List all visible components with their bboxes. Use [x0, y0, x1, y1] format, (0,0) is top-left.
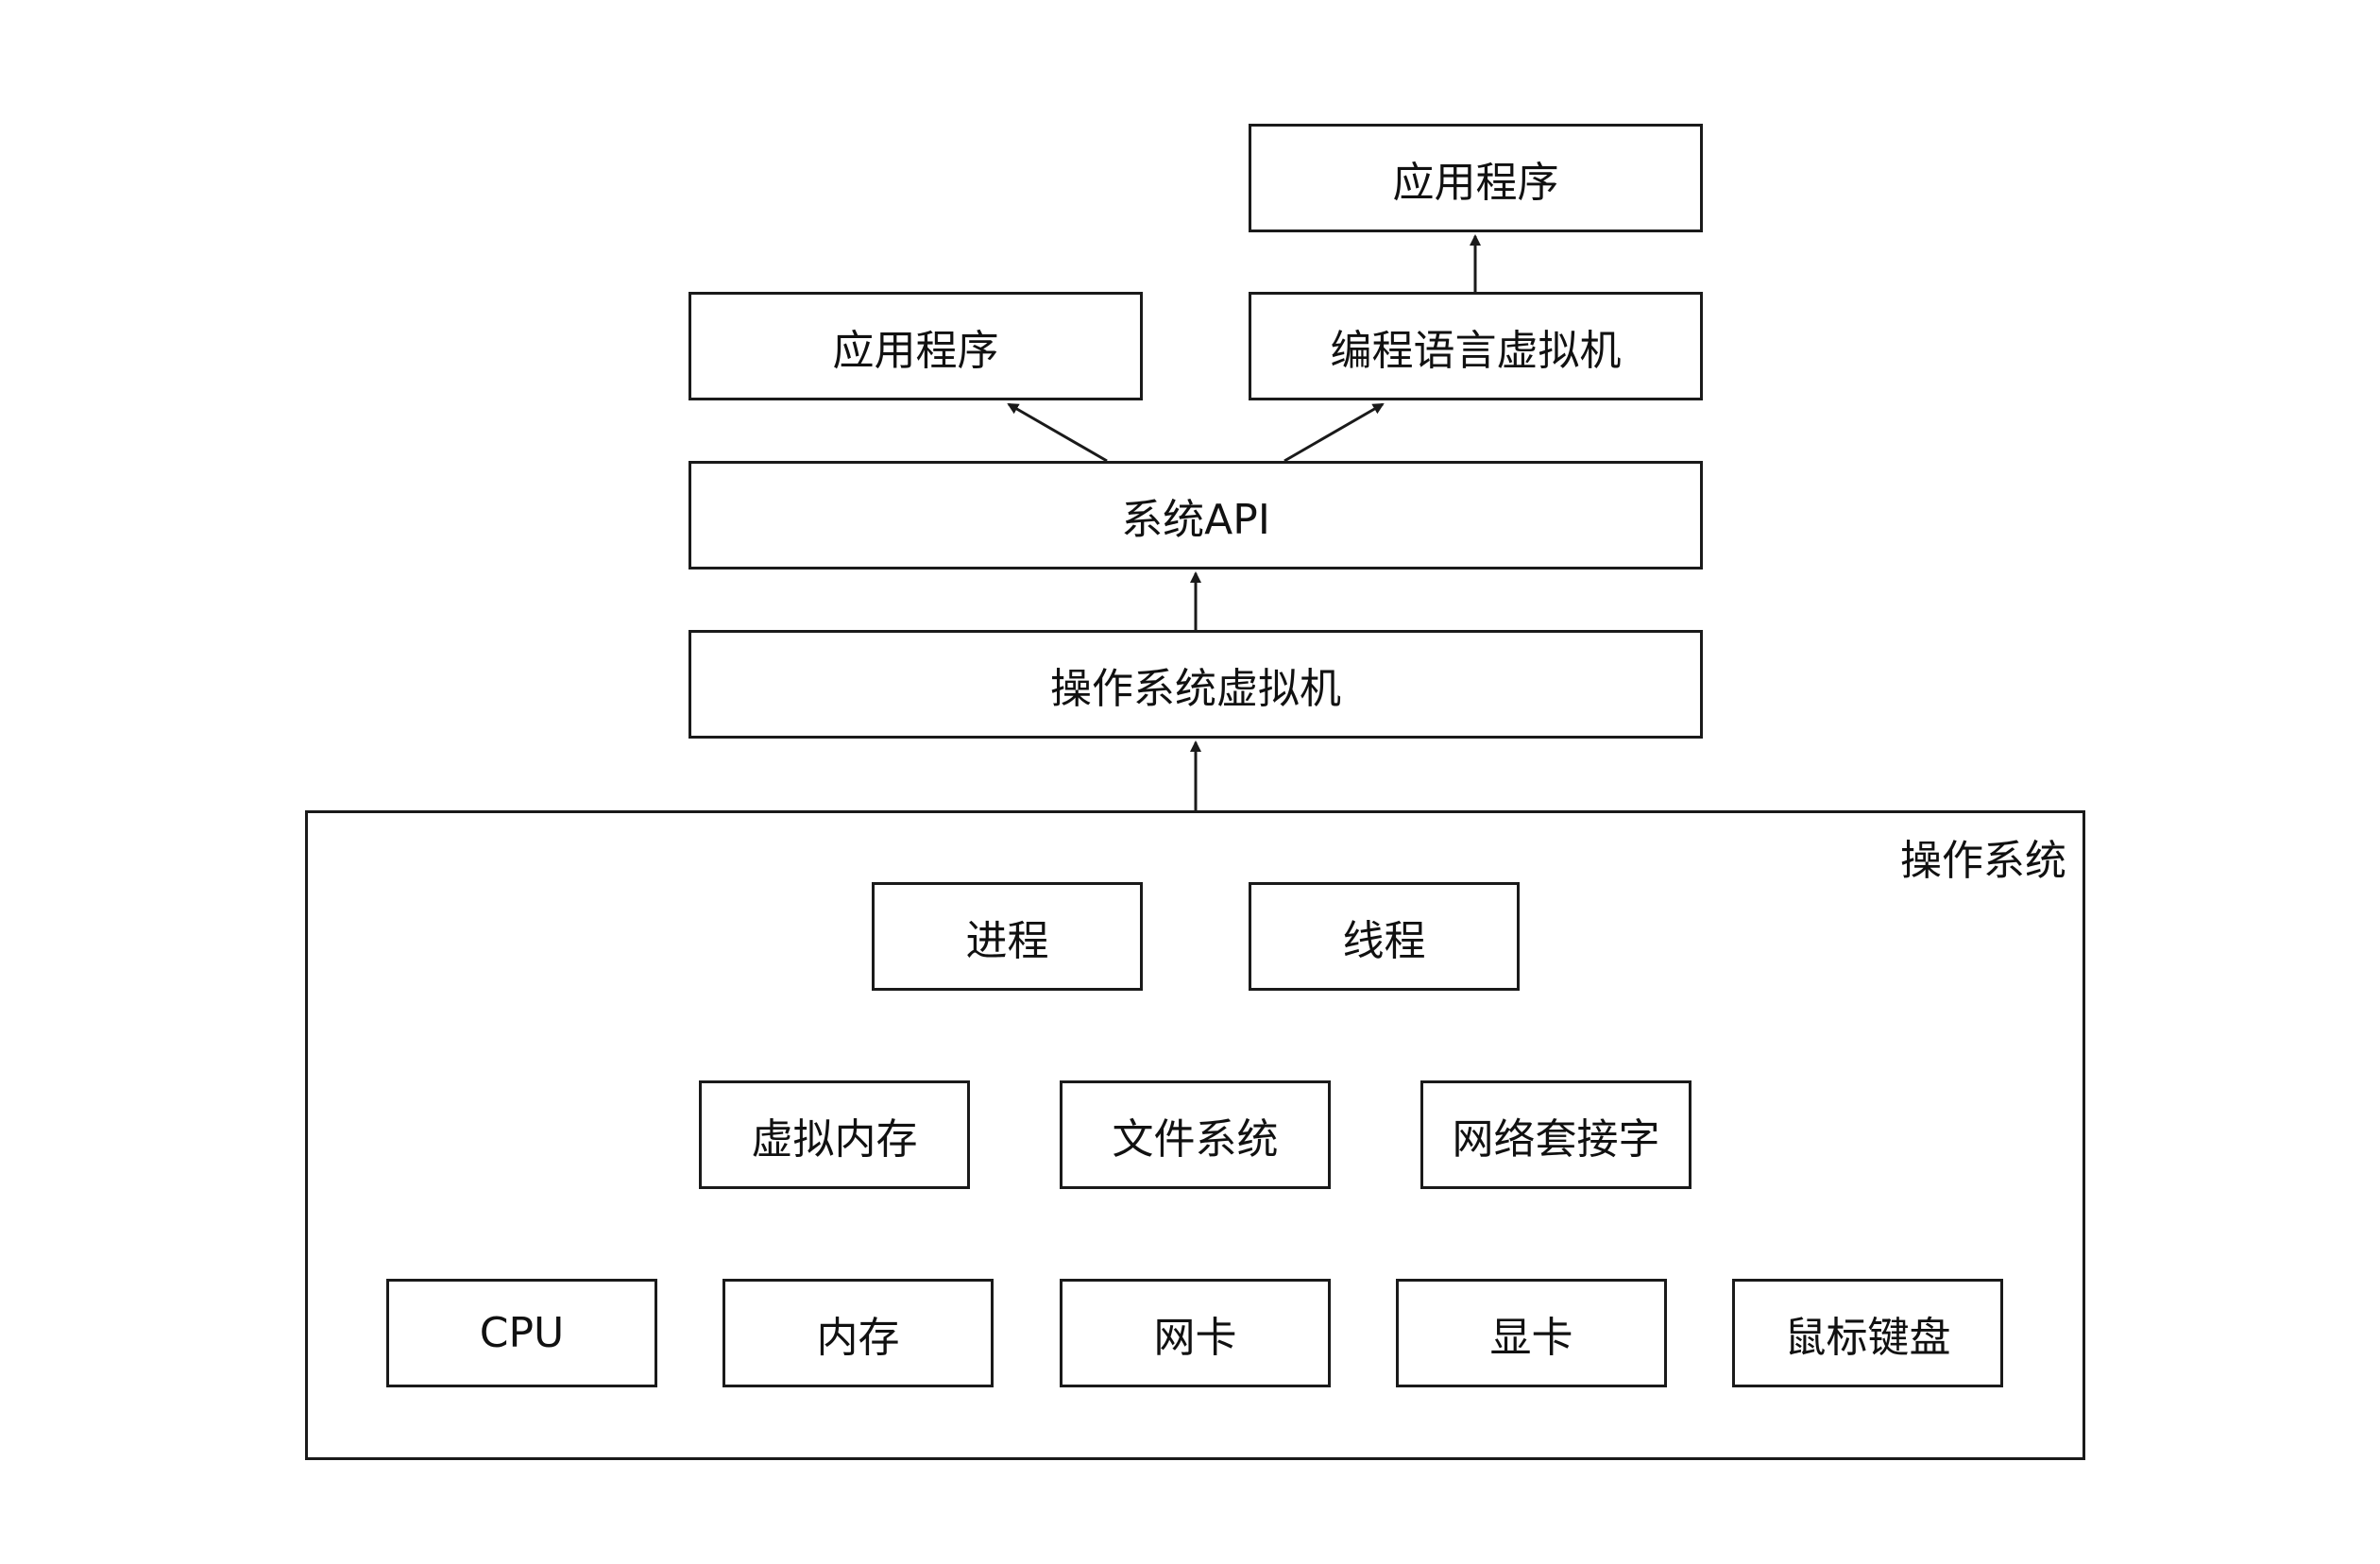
virtual-memory-box: 虚拟内存	[699, 1080, 970, 1189]
top-app-box: 应用程序	[1249, 124, 1703, 232]
process-label: 进程	[965, 916, 1049, 965]
nic-label: 网卡	[1153, 1313, 1237, 1362]
language-vm-label: 编程语言虚拟机	[1330, 326, 1622, 375]
arrow-api-to-langvm	[1284, 402, 1385, 463]
cpu-box: CPU	[386, 1279, 657, 1387]
os-vm-label: 操作系统虚拟机	[1050, 664, 1341, 713]
os-container-label: 操作系统	[1900, 837, 2066, 885]
network-socket-label: 网络套接字	[1452, 1114, 1660, 1164]
system-api-label: 系统API	[1121, 495, 1270, 544]
file-system-label: 文件系统	[1112, 1114, 1279, 1164]
mouse-keyboard-label: 鼠标键盘	[1784, 1313, 1951, 1362]
gpu-box: 显卡	[1396, 1279, 1667, 1387]
left-app-box: 应用程序	[688, 292, 1143, 400]
system-api-box: 系统API	[688, 461, 1703, 570]
nic-box: 网卡	[1060, 1279, 1331, 1387]
os-container	[305, 810, 2085, 1460]
process-box: 进程	[872, 882, 1143, 991]
top-app-label: 应用程序	[1392, 158, 1559, 207]
thread-label: 线程	[1342, 916, 1426, 965]
virtual-memory-label: 虚拟内存	[751, 1114, 918, 1164]
memory-label: 内存	[816, 1313, 900, 1362]
memory-box: 内存	[722, 1279, 994, 1387]
os-vm-box: 操作系统虚拟机	[688, 630, 1703, 739]
left-app-label: 应用程序	[832, 326, 999, 375]
mouse-keyboard-box: 鼠标键盘	[1732, 1279, 2003, 1387]
cpu-label: CPU	[479, 1309, 565, 1357]
thread-box: 线程	[1249, 882, 1520, 991]
network-socket-box: 网络套接字	[1420, 1080, 1692, 1189]
arrow-api-to-leftapp	[1007, 402, 1108, 463]
language-vm-box: 编程语言虚拟机	[1249, 292, 1703, 400]
gpu-label: 显卡	[1489, 1313, 1573, 1362]
file-system-box: 文件系统	[1060, 1080, 1331, 1189]
